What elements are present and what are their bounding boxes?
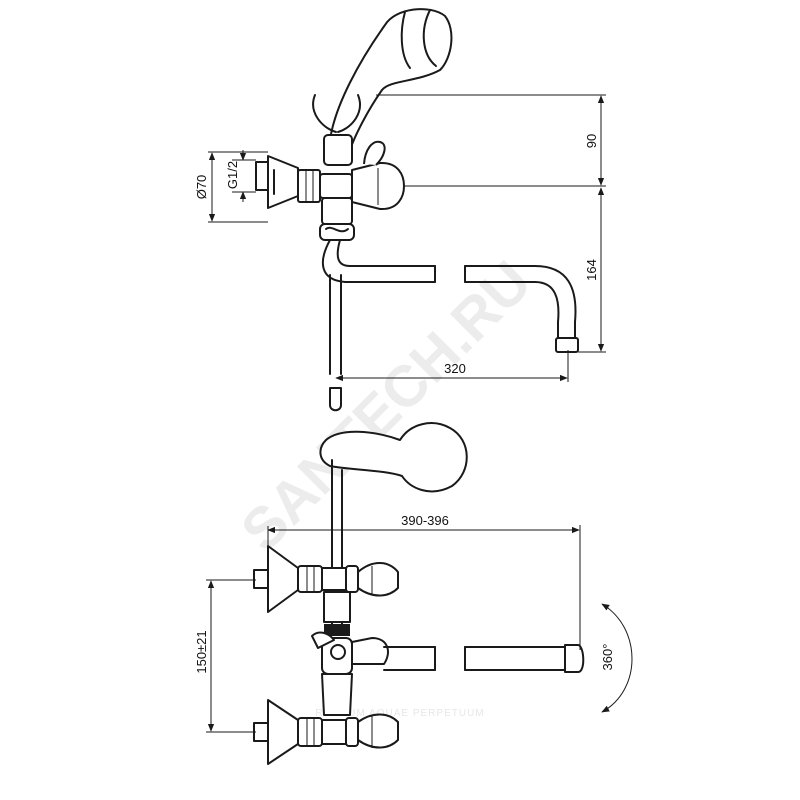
- hose-top: [329, 274, 342, 412]
- dim-spout-reach: 320: [444, 361, 466, 376]
- dim-diameter: Ø70: [194, 175, 209, 200]
- dim-thread: G1/2: [225, 161, 240, 189]
- central-body-front: [311, 591, 389, 716]
- hand-shower-top: [312, 8, 453, 166]
- dim-height-top: 90: [584, 134, 599, 148]
- handle-top: [351, 140, 405, 211]
- dimension-labels: Ø70 G1/2 90 164 320 390-396 150±21 360°: [194, 134, 615, 674]
- dimension-lines: [206, 94, 633, 733]
- wall-connector-top: [255, 155, 353, 209]
- spout-top: [322, 239, 579, 353]
- dim-rotation: 360°: [600, 644, 615, 671]
- watermark-secondary: REGNUM AQUAE PERPETUUM: [315, 708, 484, 719]
- lower-valve-front: [253, 699, 399, 765]
- dim-center-distance: 150±21: [194, 630, 209, 673]
- watermark-text: SANTECH.RU: [229, 249, 544, 564]
- upper-valve-front: [253, 545, 399, 613]
- side-view: [255, 8, 579, 412]
- spout-front: [383, 644, 585, 673]
- knurled-ring: [324, 624, 350, 636]
- dim-overall-width: 390-396: [401, 513, 449, 528]
- valve-body-top: [319, 197, 355, 241]
- dim-height-spout: 164: [584, 259, 599, 281]
- front-view: [253, 422, 585, 765]
